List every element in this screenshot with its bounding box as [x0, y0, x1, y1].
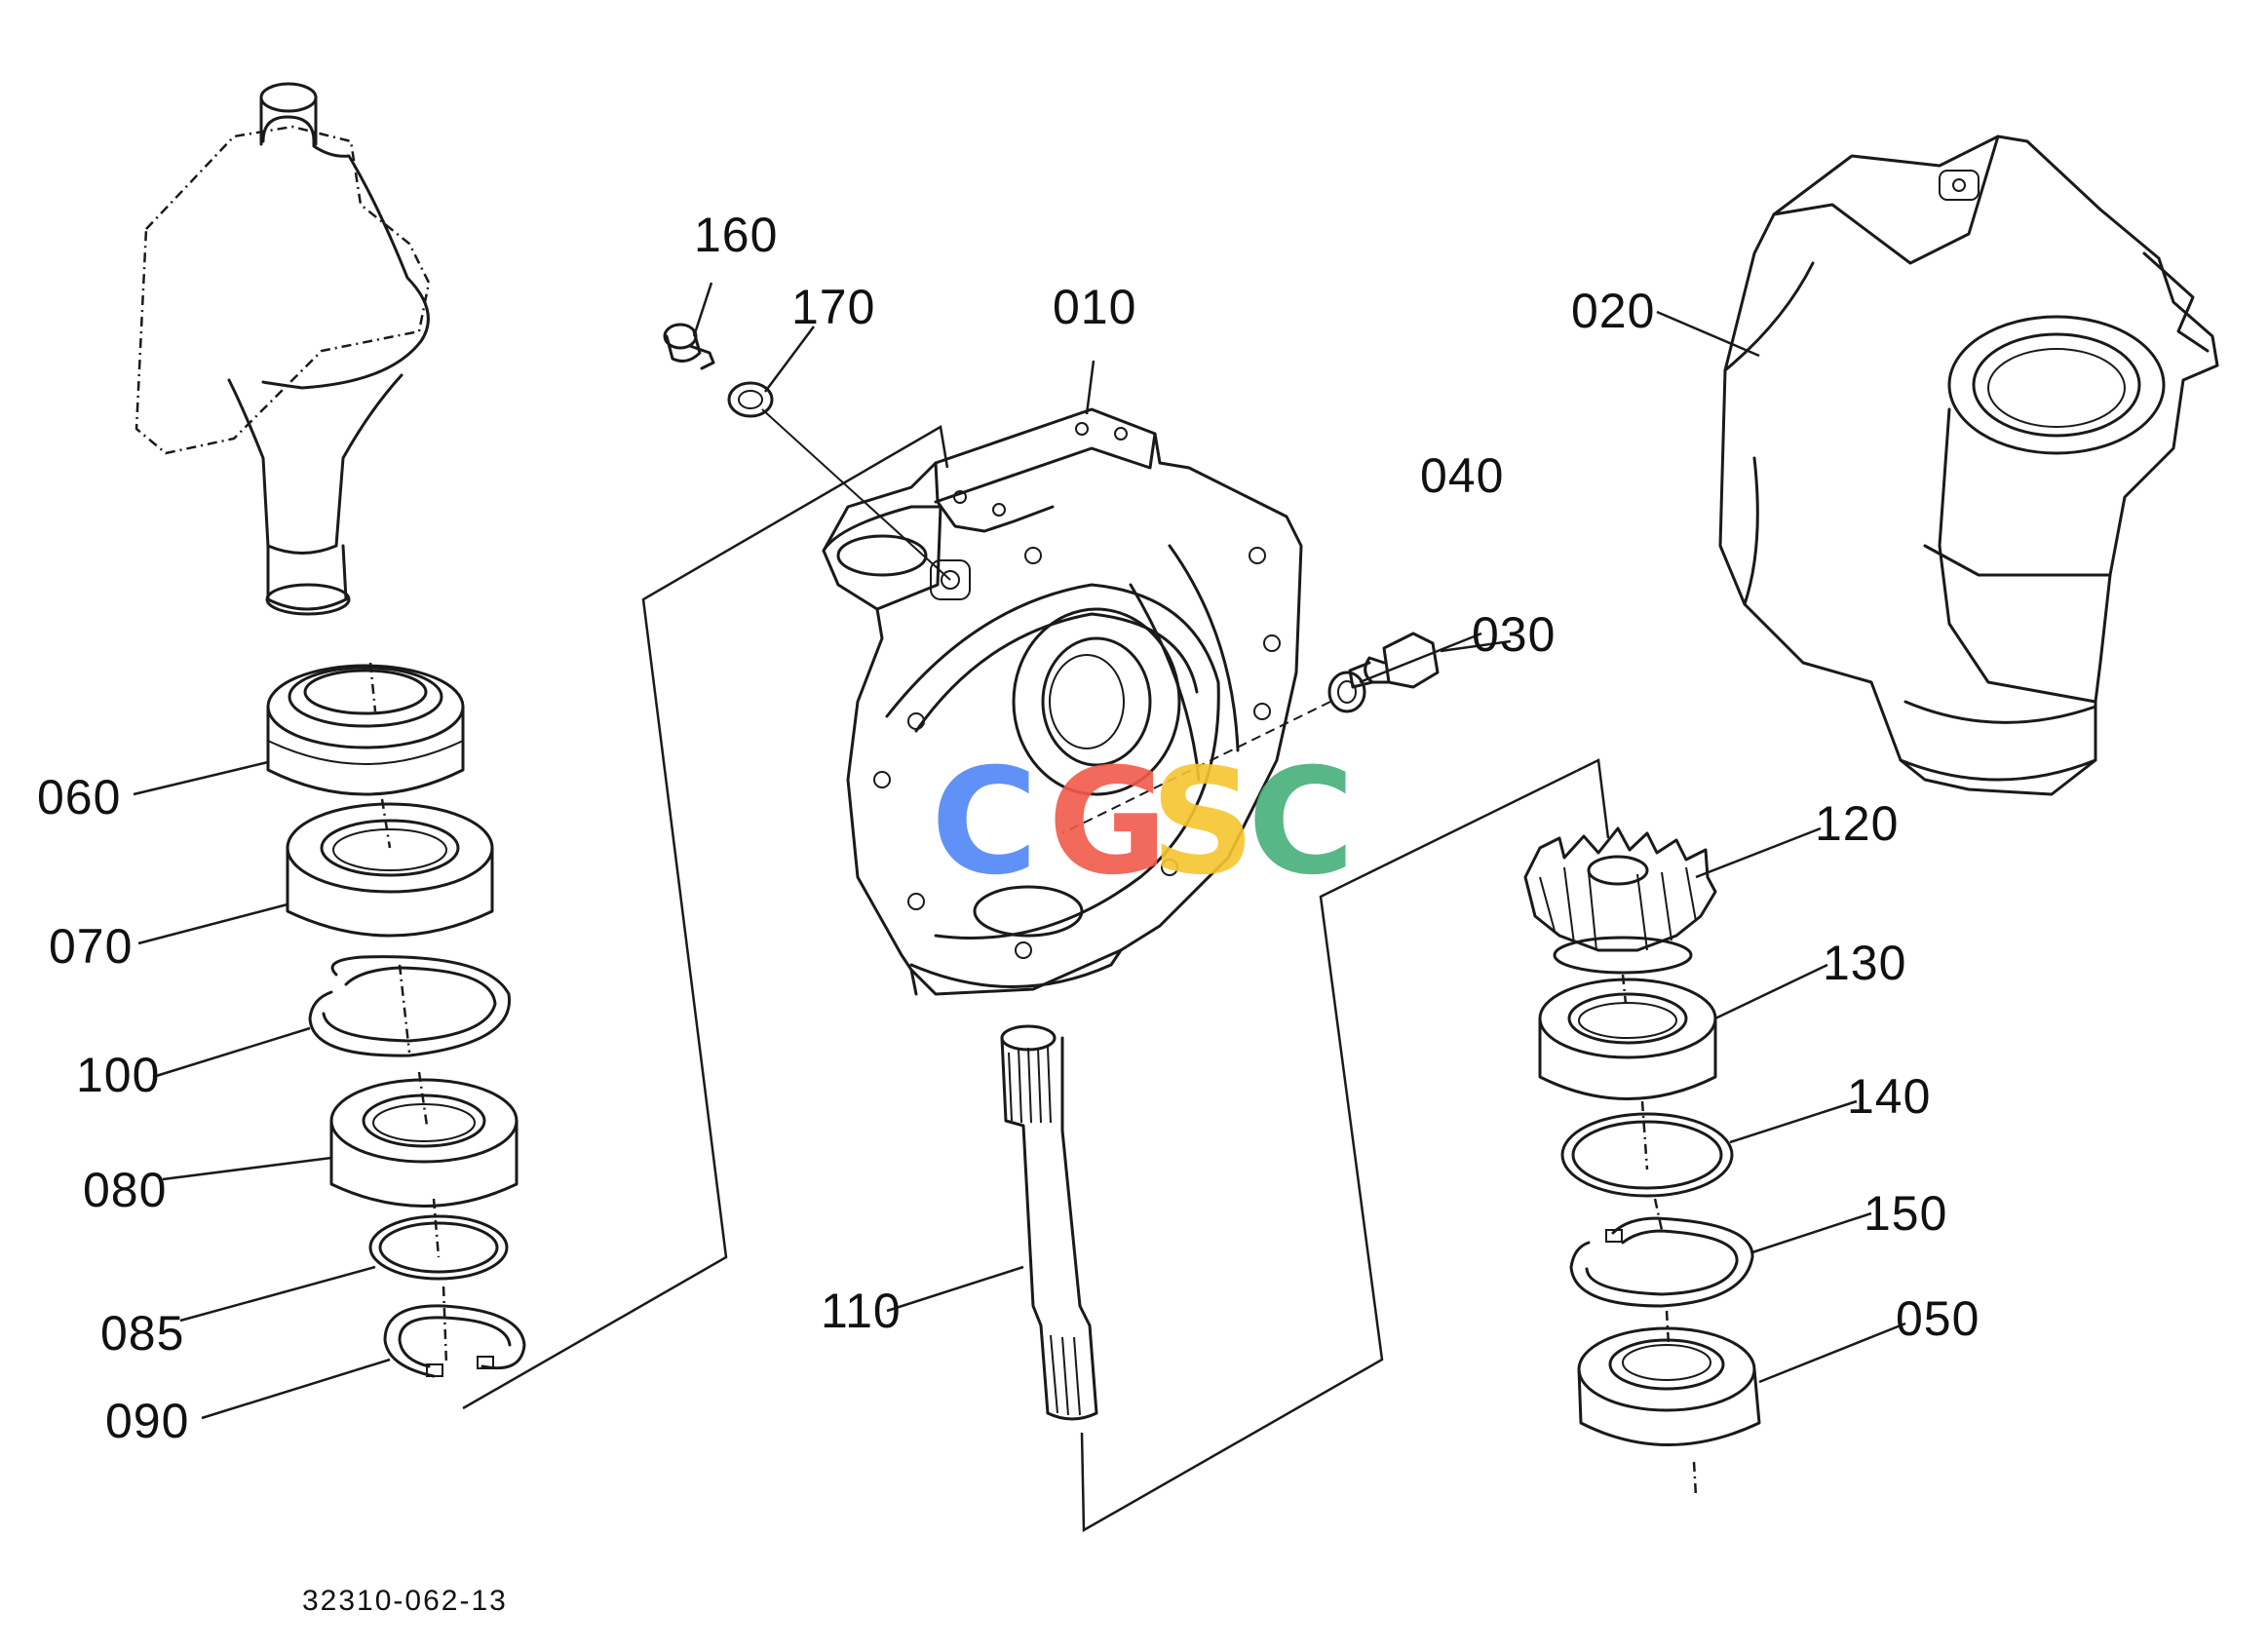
callout-010: 010 — [1053, 280, 1136, 334]
callout-160: 160 — [694, 208, 778, 262]
callout-170: 170 — [791, 280, 875, 334]
shim-140 — [1560, 1112, 1734, 1198]
callout-140: 140 — [1847, 1069, 1931, 1124]
figure-code: 32310-062-13 — [302, 1585, 508, 1617]
callout-020: 020 — [1571, 284, 1655, 338]
watermark-logo: C G S C — [931, 738, 1355, 907]
assembly-bracket-right — [1080, 758, 1610, 1533]
bevel-gear-120 — [1523, 826, 1717, 975]
watermark-letter-s: S — [1150, 738, 1255, 907]
callout-100: 100 — [76, 1048, 160, 1102]
callout-110: 110 — [821, 1284, 902, 1338]
shim-085 — [368, 1214, 509, 1281]
callout-150: 150 — [1864, 1186, 1947, 1241]
washer-040 — [1327, 671, 1366, 713]
callout-050: 050 — [1896, 1291, 1980, 1346]
oil-seal-060 — [266, 664, 465, 796]
callout-030: 030 — [1472, 607, 1556, 662]
callout-labels: 160 170 010 020 040 030 060 070 100 080 … — [37, 208, 1980, 1448]
callout-060: 060 — [37, 770, 121, 825]
callout-070: 070 — [49, 919, 133, 974]
callout-040: 040 — [1420, 448, 1504, 503]
gear-case-010 — [822, 407, 1303, 996]
snap-ring-150 — [1569, 1216, 1754, 1308]
watermark-letter-g: G — [1048, 738, 1168, 907]
ball-bearing-070 — [286, 802, 494, 938]
assembly-bracket-left — [462, 425, 949, 1410]
right-axis — [1621, 974, 1698, 1497]
gear-case-020 — [1718, 134, 2219, 796]
washer-170 — [727, 381, 774, 418]
callout-080: 080 — [83, 1163, 167, 1217]
ball-bearing-130 — [1538, 978, 1717, 1100]
watermark-letter-c1: C — [931, 738, 1038, 907]
plug-axis — [1061, 701, 1331, 834]
callout-085: 085 — [100, 1306, 184, 1361]
callout-090: 090 — [105, 1394, 189, 1448]
bolt-160 — [663, 323, 715, 370]
callout-130: 130 — [1823, 936, 1906, 990]
watermark-letter-c2: C — [1248, 738, 1355, 907]
ball-bearing-080 — [329, 1078, 519, 1208]
callout-120: 120 — [1815, 796, 1899, 851]
snap-ring-100 — [308, 955, 512, 1057]
shaft-110 — [1000, 1024, 1098, 1421]
bolt-170-axis — [761, 408, 951, 581]
snap-ring-090 — [383, 1304, 526, 1378]
upper-bevel-case — [135, 82, 431, 616]
oil-seal-050 — [1577, 1326, 1761, 1446]
leader-lines — [133, 282, 1906, 1420]
plug-030 — [1348, 632, 1440, 689]
